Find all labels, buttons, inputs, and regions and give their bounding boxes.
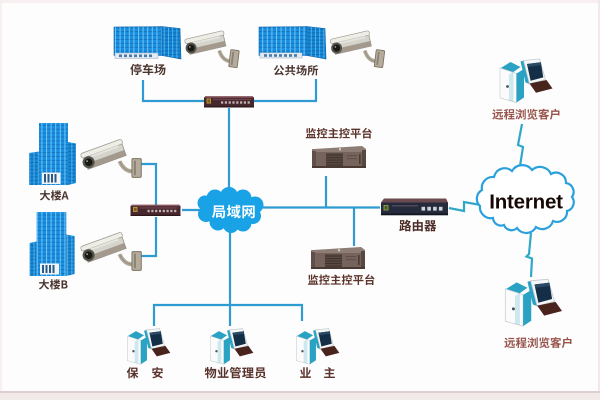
svg-text:Internet: Internet	[489, 191, 563, 214]
